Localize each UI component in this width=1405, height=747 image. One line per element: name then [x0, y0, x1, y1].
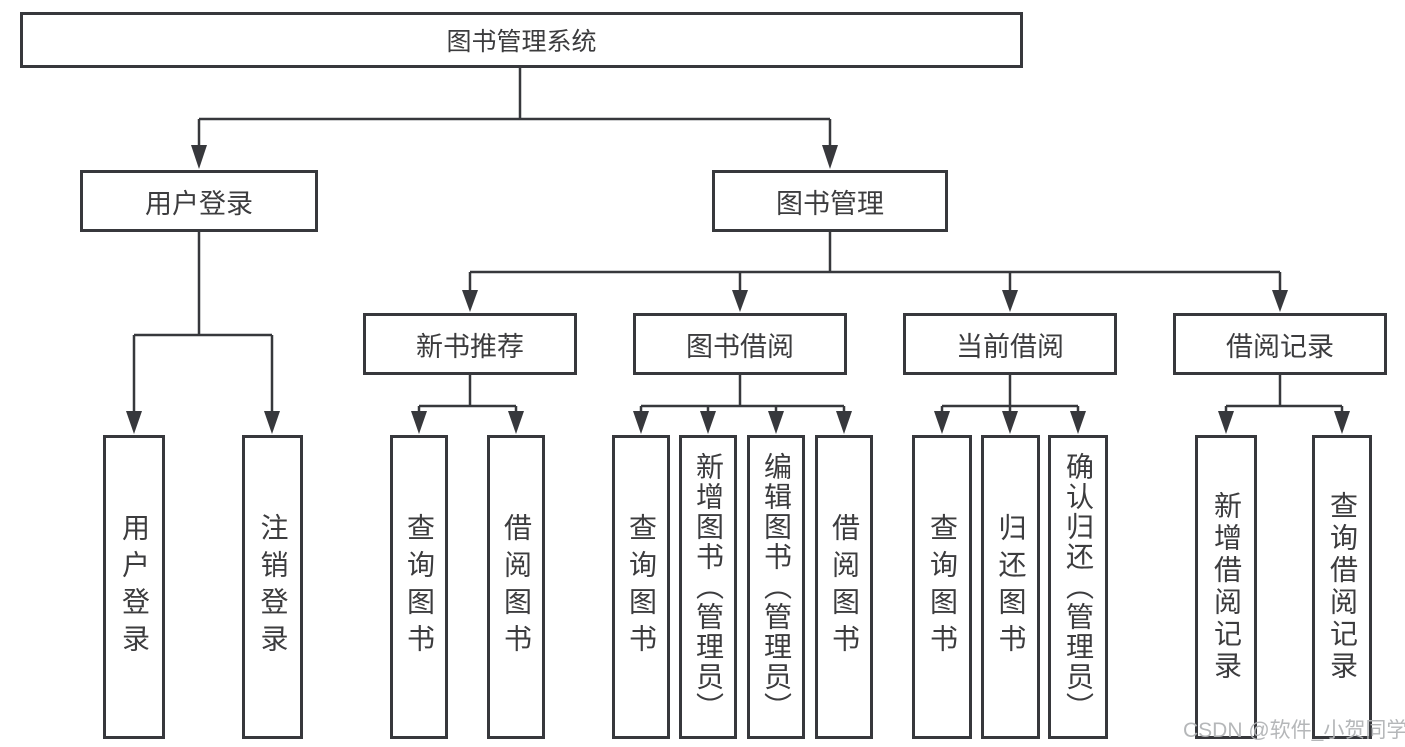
node-label: 编辑图书（管理员）	[761, 452, 792, 722]
node-leaf-borrow-books-2: 借阅图书	[815, 435, 873, 739]
arrowheads-level3	[462, 290, 1288, 312]
node-leaf-query-borrow-record: 查询借阅记录	[1312, 435, 1372, 739]
csdn-watermark: CSDN @软件_小贺同学	[1183, 719, 1405, 742]
node-label: 图书管理系统	[446, 28, 597, 56]
arrowheads-leaves	[411, 411, 1350, 434]
node-label: 借阅记录	[1226, 331, 1334, 362]
node-current-borrowing: 当前借阅	[903, 313, 1117, 375]
node-library-management-system: 图书管理系统	[20, 12, 1023, 68]
node-label: 新书推荐	[416, 331, 524, 362]
node-book-management: 图书管理	[712, 170, 948, 232]
node-borrowing-records: 借阅记录	[1173, 313, 1387, 375]
node-label: 查询图书	[404, 513, 435, 661]
connector-borrow-record-branch	[1224, 375, 1344, 413]
node-leaf-add-borrow-record: 新增借阅记录	[1195, 435, 1257, 739]
node-label: 查询图书	[626, 513, 657, 661]
node-leaf-query-books-2: 查询图书	[612, 435, 670, 739]
arrowheads-user-login-branch	[126, 411, 280, 434]
node-book-borrowing: 图书借阅	[633, 313, 847, 375]
node-leaf-user-login: 用户登录	[103, 435, 165, 739]
connector-book-borrow-branch	[639, 375, 846, 413]
node-label: 新增图书（管理员）	[693, 452, 724, 722]
node-label: 查询图书	[927, 513, 958, 661]
node-leaf-query-books-1: 查询图书	[390, 435, 448, 739]
node-label: 图书借阅	[686, 331, 794, 362]
node-label: 归还图书	[995, 513, 1027, 661]
node-label: 借阅图书	[501, 513, 532, 661]
node-label: 用户登录	[119, 513, 150, 661]
node-label: 借阅图书	[829, 513, 860, 661]
node-leaf-confirm-return-admin: 确认归还（管理员）	[1048, 435, 1108, 739]
node-label: 查询借阅记录	[1327, 491, 1358, 683]
node-label: 确认归还（管理员）	[1063, 452, 1094, 722]
node-leaf-query-books-3: 查询图书	[912, 435, 972, 739]
node-label: 当前借阅	[956, 331, 1064, 362]
node-leaf-return-books: 归还图书	[981, 435, 1040, 739]
connector-root-to-level2	[197, 67, 832, 147]
node-leaf-edit-books-admin: 编辑图书（管理员）	[747, 435, 805, 739]
node-new-book-recommendation: 新书推荐	[363, 313, 577, 375]
node-leaf-borrow-books-1: 借阅图书	[487, 435, 545, 739]
node-label: 新增借阅记录	[1211, 491, 1242, 683]
connector-current-borrow-branch	[940, 375, 1080, 413]
node-user-login: 用户登录	[80, 170, 318, 232]
node-label: 用户登录	[145, 188, 253, 219]
node-leaf-logout: 注销登录	[242, 435, 303, 739]
connector-user-login-branch	[132, 232, 274, 413]
node-leaf-add-books-admin: 新增图书（管理员）	[679, 435, 737, 739]
node-label: 注销登录	[257, 513, 289, 661]
connector-book-mgmt-to-level3	[468, 232, 1282, 292]
node-label: 图书管理	[776, 188, 884, 219]
connector-new-book-branch	[417, 375, 518, 413]
arrowheads-level2	[191, 145, 838, 169]
